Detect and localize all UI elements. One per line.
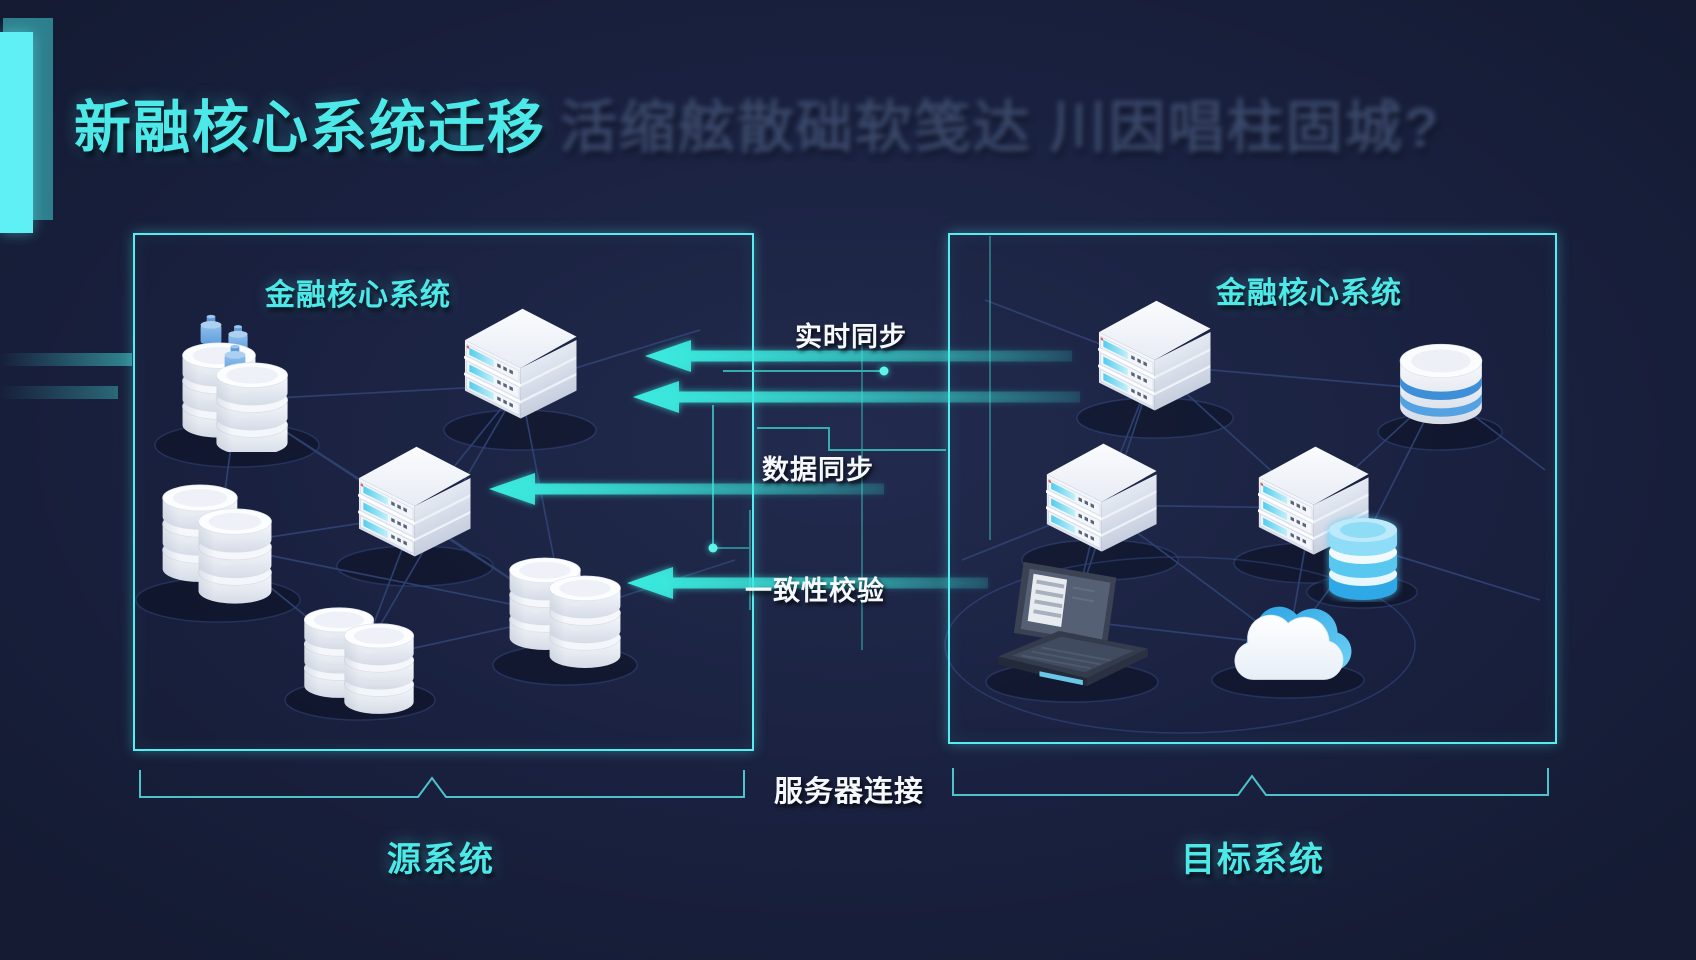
source-panel-title: 金融核心系统 [265, 279, 451, 312]
flow-label-realtime-sync: 实时同步 [795, 322, 907, 352]
source-system-caption: 源系统 [387, 841, 495, 879]
target-brace [952, 768, 1549, 796]
flow-label-data-sync: 数据同步 [762, 455, 874, 485]
sync-arrow [627, 567, 988, 599]
target-system-box [948, 233, 1557, 744]
flow-label-consistency-check: 一致性校验 [745, 576, 885, 606]
target-system-caption: 目标系统 [1181, 841, 1325, 879]
page-title-row: 新融核心系统迁移活缩舷散础软笺达 川因唱柱固城? [74, 82, 1441, 164]
teal-streak-decoration [0, 386, 118, 399]
sync-arrow [645, 340, 1072, 372]
target-panel-title: 金融核心系统 [1216, 277, 1402, 310]
page-title-ghost-text: 活缩舷散础软笺达 川因唱柱固城? [560, 96, 1441, 160]
sync-arrow [633, 381, 1080, 413]
source-brace [139, 770, 745, 798]
teal-streak-decoration [0, 353, 132, 366]
server-connection-label: 服务器连接 [773, 776, 925, 808]
sync-arrow [489, 473, 884, 505]
corner-accent-bar-bright [0, 32, 33, 233]
page-title: 新融核心系统迁移 [74, 96, 546, 160]
